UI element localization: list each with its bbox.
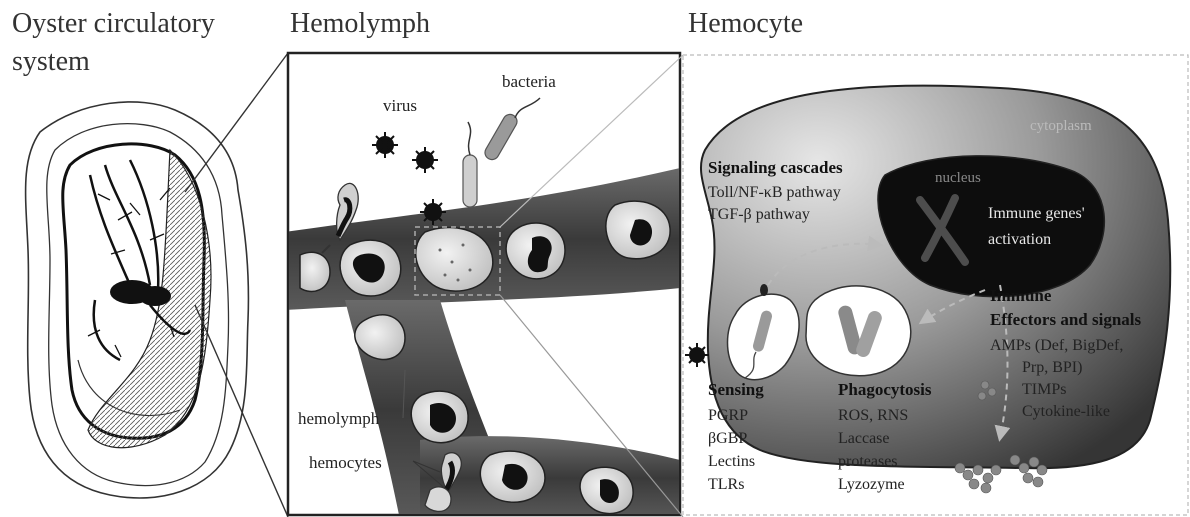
effector-item: Cytokine-like	[990, 401, 1123, 423]
sensing-heading: Sensing	[708, 380, 764, 400]
sensing-item: βGBP	[708, 427, 755, 450]
phagocytosis-item: ROS, RNS	[838, 404, 908, 427]
oyster-illustration	[26, 102, 249, 498]
sensing-item: Lectins	[708, 450, 755, 473]
phagocytosis-item: Laccase	[838, 427, 908, 450]
sensing-item: TLRs	[708, 473, 755, 496]
effectors-heading-line1: Immune	[990, 286, 1051, 306]
virus-label: virus	[383, 96, 417, 116]
signaling-list: Toll/NF-κB pathway TGF-β pathway	[708, 182, 841, 226]
effectors-list: AMPs (Def, BigDef, Prp, BPI) TIMPs Cytok…	[990, 335, 1123, 423]
effector-item: TIMPs	[990, 379, 1123, 401]
phagosome	[806, 286, 911, 376]
sensing-item: PGRP	[708, 404, 755, 427]
hemolymph-title: Hemolymph	[290, 8, 430, 40]
effector-item: AMPs (Def, BigDef,	[990, 335, 1123, 357]
oyster-title-line2: system	[12, 46, 90, 78]
phagocytosis-heading: Phagocytosis	[838, 380, 932, 400]
cytoplasm-label: cytoplasm	[1030, 118, 1092, 135]
hemolymph-panel	[285, 53, 680, 517]
immune-genes-label: Immune genes'	[988, 205, 1085, 223]
phagocytosis-item: Lyzozyme	[838, 473, 908, 496]
phagocytosis-list: ROS, RNS Laccase proteases Lyzozyme	[838, 404, 908, 496]
effector-item: Prp, BPI)	[990, 357, 1123, 379]
hemolymph-label: hemolymph	[298, 409, 379, 429]
activation-label: activation	[988, 231, 1051, 249]
signaling-item: Toll/NF-κB pathway	[708, 182, 841, 204]
signaling-heading: Signaling cascades	[708, 158, 843, 178]
phagocytosis-item: proteases	[838, 450, 908, 473]
bacteria-label: bacteria	[502, 72, 556, 92]
zoom-line-top	[185, 53, 288, 192]
hemocytes-label: hemocytes	[309, 453, 382, 473]
hemocyte-panel	[683, 55, 1188, 515]
zoom-line-bottom	[195, 305, 288, 517]
oyster-title: Oyster circulatory	[12, 8, 215, 40]
hemocyte-title: Hemocyte	[688, 8, 803, 40]
sensing-list: PGRP βGBP Lectins TLRs	[708, 404, 755, 496]
effectors-heading-line2: Effectors and signals	[990, 310, 1141, 330]
nucleus-label: nucleus	[935, 170, 981, 187]
signaling-item: TGF-β pathway	[708, 204, 841, 226]
